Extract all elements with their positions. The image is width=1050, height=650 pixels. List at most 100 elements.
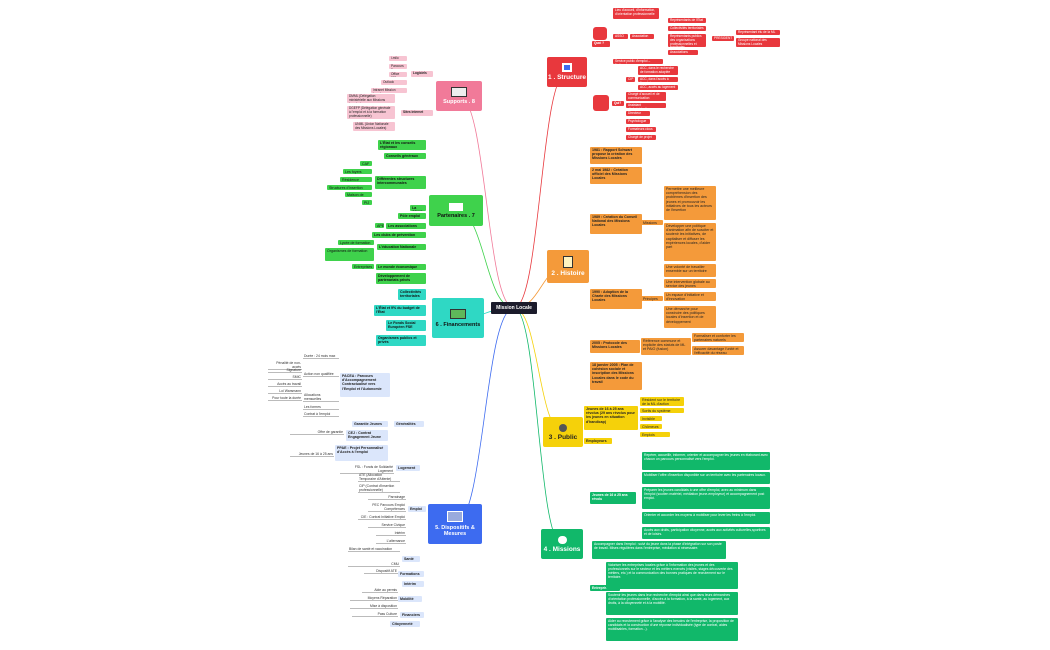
structure-item[interactable]: Représentant élu de la ML [736,30,780,35]
public-item[interactable]: Sortis du système scolaire [640,408,684,413]
supports-item[interactable]: Parcours 3 [389,64,407,69]
partenaires-item[interactable]: PIJ [362,200,372,205]
histoire-item[interactable]: Une volonté de travailler ensemble sur u… [664,264,716,277]
partenaires-item[interactable]: Structures d'insertion [327,185,372,190]
branch-partenaires[interactable]: Partenaires . 7 [429,195,483,226]
histoire-item[interactable]: Formaliser et conforter les partenaires … [692,333,744,342]
dispositifs-leaf[interactable]: CMU [348,562,400,567]
dispositifs-leaf[interactable]: Bilan de santé et vaccination [348,547,400,552]
public-item[interactable]: Employeurs [584,438,612,444]
missions-item[interactable]: Accès aux droits, participation citoyenn… [642,527,770,539]
missions-item[interactable]: Préparer les jeunes candidats à une offr… [642,487,770,509]
structure-qui[interactable]: Qui? [612,101,624,106]
structure-quoi[interactable]: Quoi ? [592,41,610,47]
partenaires-item[interactable]: APEC [375,223,384,228]
public-item[interactable]: Résident sur le territoire de la ML d'ac… [640,397,684,406]
dispositifs-leaf[interactable]: Parrainage [368,495,406,500]
histoire-item[interactable]: 18 janvier 2005 : Plan de cohésion socia… [590,362,642,390]
partenaires-item[interactable]: Conseils généraux [384,153,426,159]
histoire-item[interactable]: Une intervention globale au service des … [664,279,716,288]
structure-item[interactable]: Collectivités territoriales [668,26,706,31]
financements-item[interactable]: L'État et 9% du budget de l'État [374,305,426,316]
branch-histoire[interactable]: 2 . Histoire [547,250,589,283]
dispositifs-leaf[interactable]: Pour toute la durée [268,396,302,401]
partenaires-item[interactable]: Le monde économique [376,264,426,270]
structure-item[interactable]: Association [630,34,654,39]
dispositifs-leaf[interactable]: Pass Culture [352,612,398,617]
dispositifs-leaf[interactable]: SMIC [268,375,302,380]
dispositifs-leaf[interactable]: Action non qualifiée [303,372,339,377]
structure-item[interactable]: ACC, dans l'accès à l'emploi [638,77,678,82]
structure-item[interactable]: Directeur [626,111,650,116]
dispositifs-leaf[interactable]: PEC Parcours Emploi Compétences [368,503,406,512]
financements-item[interactable]: Organismes publics et privés [376,335,426,346]
structure-item[interactable]: Chargé d'accueil et de communication [626,92,666,101]
histoire-item[interactable]: Référence commune et explicite des statu… [641,338,691,355]
structure-item[interactable]: PRÉSIDENT [712,36,734,41]
partenaires-item[interactable]: Organismes de formation [325,248,374,261]
supports-logiciels[interactable]: Logiciels [411,71,433,77]
dispositifs-leaf[interactable]: Loi Warsmann [268,389,302,394]
financements-item[interactable]: Collectivités territoriales [398,289,426,300]
dispositifs-leaf[interactable]: Les formes [303,405,339,410]
dispositifs-leaf[interactable]: Pénalité de non-accès [268,361,302,370]
financements-item[interactable]: Le Fonds Social Européen FSE [386,320,426,331]
dispositifs-leaf[interactable]: ATE (Allocation Temporaire d'Attente) [358,473,400,482]
supports-item[interactable]: DMML (Délégation ministérielle aux Missi… [347,94,395,103]
partenaires-item[interactable]: Entreprises [352,264,374,269]
missions-item[interactable]: Entreprises [590,585,620,591]
structure-item[interactable]: Psychologue [626,119,650,124]
structure-item[interactable]: Associations [668,50,698,55]
histoire-item[interactable]: 1990 : Adoption de la Charte des Mission… [590,289,642,309]
structure-item[interactable]: Chargé de projet [626,135,656,140]
dispositifs-leaf[interactable]: Contrat à l'emploi [303,412,339,417]
dispositifs-item[interactable]: Intérim [402,581,424,587]
dispositifs-leaf[interactable]: Service Civique [368,523,406,528]
missions-item[interactable]: Valoriser les entreprises locales grâce … [606,562,738,589]
dispositifs-item[interactable]: Mobilité [398,596,422,602]
structure-item[interactable]: Assistant d'administration [626,103,666,108]
histoire-item[interactable]: 2 mai 1982 : Création officiel des Missi… [590,167,642,184]
public-item[interactable]: Jeunes de 16 à 25 ans révolus (29 ans ré… [584,406,638,430]
dispositifs-leaf[interactable]: Mise à disposition [350,604,398,609]
dispositifs-leaf[interactable]: Durée : 24 mois max [303,354,339,359]
structure-item[interactable]: Formateurs clous [626,127,656,132]
structure-item[interactable]: ASSO [613,34,628,39]
supports-sites[interactable]: Sites internet [401,110,433,116]
dispositifs-leaf[interactable]: CIP (Contrat d'Insertion professionnelle… [358,484,400,493]
dispositifs-item[interactable]: Citoyenneté [390,621,420,627]
partenaires-item[interactable]: Lycée de formation [338,240,374,245]
histoire-item[interactable]: Principes [641,296,663,301]
dispositifs-item[interactable]: Généralités [394,421,424,427]
public-item[interactable]: Invisible [640,416,662,421]
histoire-item[interactable]: Assurer davantage l'unité et l'efficacit… [692,346,744,355]
histoire-item[interactable]: Permettre une meilleure compréhension de… [664,186,716,220]
supports-item[interactable]: Outlook [381,80,407,85]
dispositifs-leaf[interactable]: Offre de garantie [290,430,344,435]
dispositifs-item[interactable]: Formations [398,571,424,577]
dispositifs-leaf[interactable]: Allocations mensuelles [303,393,339,402]
dispositifs-item[interactable]: Garantie Jeunes [352,421,388,427]
dispositifs-item[interactable]: Logement [396,465,420,471]
dispositifs-item[interactable]: CEJ : Contrat Engagement Jeune [346,430,388,441]
structure-item[interactable]: Représentants de l'État [668,18,706,23]
structure-item[interactable]: ACC, accès au logement [638,85,678,90]
missions-item[interactable]: Aider au recrutement grâce à l'analyse d… [606,618,738,641]
partenaires-item[interactable]: Les clubs de prévention [372,232,426,238]
partenaires-item[interactable]: Maison de l'emploi [345,192,372,197]
partenaires-item[interactable]: Développement de partenariats privés [376,273,426,284]
structure-item[interactable]: Lieu d'accueil, d'information, d'orienta… [613,8,659,19]
missions-item[interactable]: Accompagner dans l'emploi : suivi du jeu… [592,541,726,559]
histoire-item[interactable]: 2005 : Protocole des Missions Locales [590,340,640,353]
dispositifs-item[interactable]: PPAE : Projet Personnalisé d'Accès à l'e… [335,445,388,461]
partenaires-item[interactable]: L'État et les conseils régionaux [378,140,426,150]
partenaires-item[interactable]: Les foyers jeunes [343,169,372,174]
dispositifs-item[interactable]: PACEA : Parcours d'Accompagnement Contra… [340,373,390,397]
dispositifs-item[interactable]: Santé [402,556,420,562]
branch-supports[interactable]: Supports . 8 [436,81,482,111]
histoire-item[interactable]: Missions [641,220,663,225]
supports-item[interactable]: UNML (Union Nationale des Missions Local… [353,122,395,131]
supports-item[interactable]: DGEFP (Délégation générale à l'emploi et… [347,106,395,119]
supports-item[interactable]: Intranet Mission Locale [371,88,407,93]
dispositifs-leaf[interactable]: Accès au travail [268,382,302,387]
